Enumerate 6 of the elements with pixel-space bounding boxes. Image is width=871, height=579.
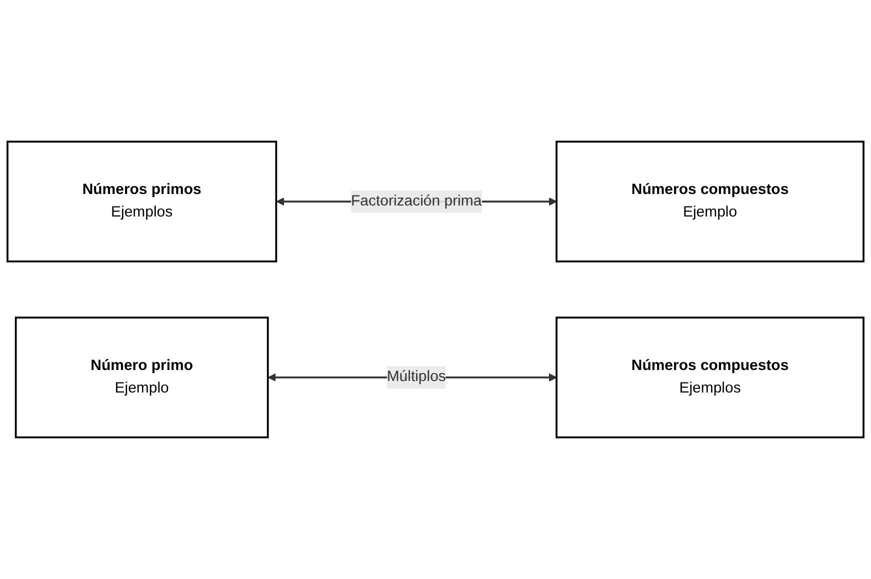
node-box: Número primo Ejemplo [14,316,269,438]
edge-label: Factorización prima [351,193,482,210]
edge-label: Múltiplos [386,369,446,385]
node-box: Números compuestos Ejemplo [556,140,864,262]
node-box: Números primos Ejemplos [6,140,278,262]
node-box: Números compuestos Ejemplos [556,316,864,438]
